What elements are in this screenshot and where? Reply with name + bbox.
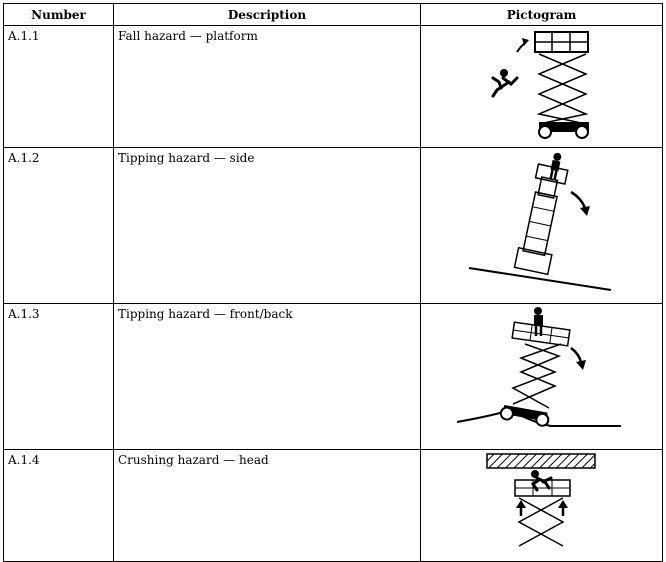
header-row: Number Description Pictogram xyxy=(3,3,663,26)
row-pictogram xyxy=(420,449,663,562)
row-pictogram xyxy=(420,25,663,148)
row-description: Tipping hazard — side xyxy=(113,147,421,304)
row-description: Fall hazard — platform xyxy=(113,25,421,148)
side-tipping-icon xyxy=(468,152,612,291)
front-back-tipping-icon xyxy=(456,307,621,427)
hazard-table: Number Description Pictogram A.1.1 Fall … xyxy=(3,3,663,562)
row-description: Crushing hazard — head xyxy=(113,449,421,562)
table-row: A.1.3 Tipping hazard — front/back xyxy=(3,303,663,450)
header-number: Number xyxy=(3,3,114,26)
table-row: A.1.1 Fall hazard — platform xyxy=(3,25,663,148)
row-pictogram xyxy=(420,147,663,304)
header-pictogram: Pictogram xyxy=(420,3,663,26)
row-number: A.1.2 xyxy=(3,147,114,304)
table-row: A.1.4 Crushing hazard — head xyxy=(3,449,663,562)
row-description: Tipping hazard — front/back xyxy=(113,303,421,450)
head-crushing-icon xyxy=(486,453,596,547)
row-number: A.1.4 xyxy=(3,449,114,562)
row-pictogram xyxy=(420,303,663,450)
table-row: A.1.2 Tipping hazard — side xyxy=(3,147,663,304)
row-number: A.1.3 xyxy=(3,303,114,450)
row-number: A.1.1 xyxy=(3,25,114,148)
fall-from-platform-icon xyxy=(491,31,589,139)
header-description: Description xyxy=(113,3,421,26)
